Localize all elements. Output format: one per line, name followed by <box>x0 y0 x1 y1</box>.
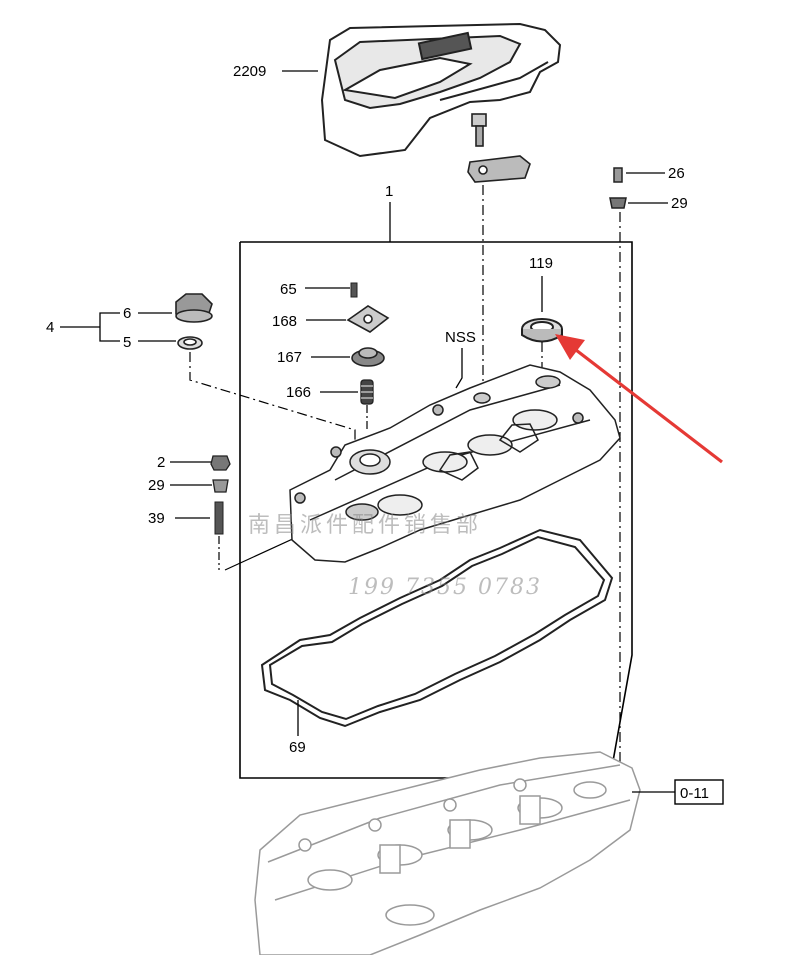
callout-39: 39 <box>148 510 165 527</box>
callout-26: 26 <box>668 165 685 182</box>
cylinder-head-part <box>254 751 641 955</box>
callout-167: 167 <box>277 349 302 366</box>
screw-26-part <box>609 167 627 209</box>
callout-168: 168 <box>272 313 297 330</box>
nut-2-part <box>210 455 231 471</box>
washer-29-part <box>212 479 229 493</box>
callout-166: 166 <box>286 384 311 401</box>
callout-5: 5 <box>123 334 131 351</box>
callout-6: 6 <box>123 305 131 322</box>
callout-1: 1 <box>385 183 393 200</box>
valve-cover-part <box>289 364 621 563</box>
bolt-and-bracket-part <box>467 113 531 183</box>
seal-119-part <box>521 318 563 343</box>
callout-2209: 2209 <box>233 63 266 80</box>
callout-29-top: 29 <box>671 195 688 212</box>
assembly-frame <box>239 241 633 779</box>
oil-seal-5-part <box>177 336 203 350</box>
callout-29-left: 29 <box>148 477 165 494</box>
cap-plate-168-part <box>346 305 390 333</box>
reference-box <box>674 779 724 805</box>
callout-69: 69 <box>289 739 306 756</box>
oil-cap-6-part <box>175 293 213 323</box>
callout-nss: NSS <box>445 329 476 346</box>
callout-65: 65 <box>280 281 297 298</box>
gasket-69-part <box>260 528 614 728</box>
diaphragm-167-part <box>351 347 385 367</box>
callout-119: 119 <box>529 255 553 272</box>
spring-166-part <box>360 379 374 405</box>
watermark-phone: 199 7355 0783 <box>348 575 542 600</box>
highlight-arrow <box>555 334 723 464</box>
reference-label: 0-11 <box>680 785 709 802</box>
engine-cover-part <box>320 22 562 158</box>
callout-2: 2 <box>157 454 165 471</box>
stud-39-part <box>214 501 224 535</box>
callout-4: 4 <box>46 319 54 336</box>
watermark-text: 南昌派件配件销售部 <box>248 513 482 538</box>
